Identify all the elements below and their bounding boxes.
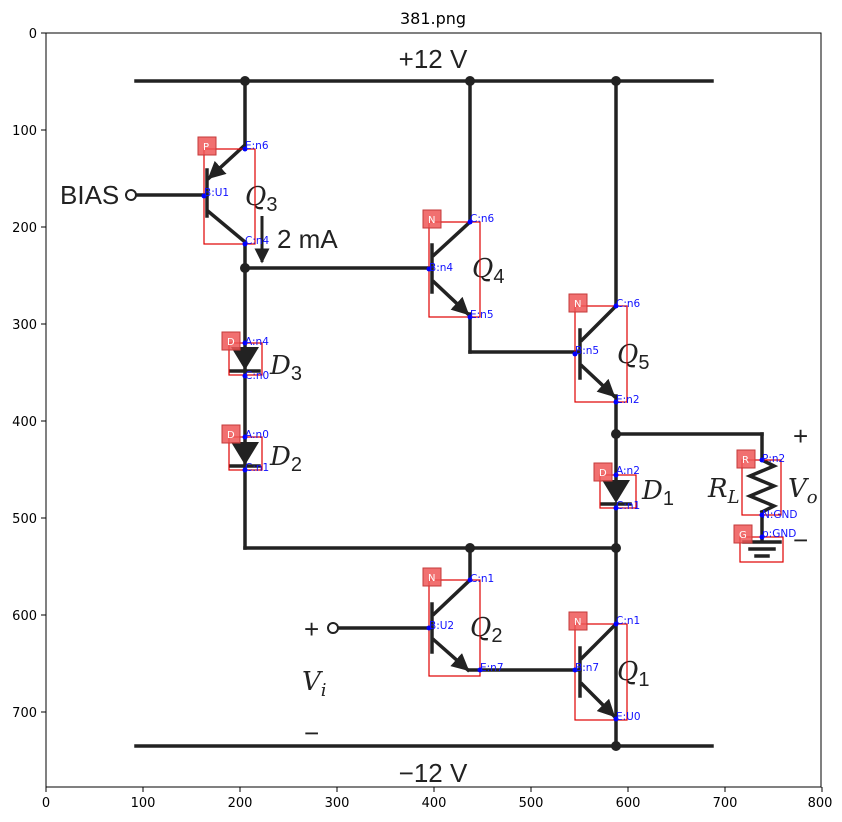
vi-label: Vi [302,667,327,701]
svg-text:A:n0: A:n0 [245,429,269,441]
x-tick-label: 200 [228,796,253,811]
badge-npn: N [422,209,442,229]
svg-text:N: N [428,573,435,584]
q2-label: Q2 [470,613,502,647]
svg-text:E:n7: E:n7 [480,662,504,674]
x-tick-label: 100 [131,796,156,811]
svg-text:A:n4: A:n4 [245,336,269,348]
axes-frame [45,32,822,788]
badge-diode: D [221,331,241,351]
x-tick-label: 0 [42,796,50,811]
junction-dots [240,76,621,751]
pin-labels: E:n6 B:U1 C:n4 C:n6 B:n4 E:n5 C:n6 B:n5 … [201,140,797,723]
svg-text:P: P [203,142,209,153]
y-axis: 0 100 200 300 400 500 600 700 [12,27,46,721]
transistor-q5 [578,303,619,399]
svg-text:N: N [574,617,581,628]
type-badges: P N N N N D D D R G [197,136,756,631]
vo-minus: − [793,525,808,555]
y-tick-label: 200 [12,221,37,236]
svg-text:E:n2: E:n2 [616,394,640,406]
q3-label: Q3 [245,182,277,216]
svg-text:N: N [428,215,435,226]
transistor-q4 [430,219,473,317]
transistor-q2 [430,577,473,673]
x-tick-label: 400 [422,796,447,811]
svg-text:G: G [739,530,747,541]
x-tick-label: 300 [325,796,350,811]
d1-label: D1 [641,476,674,510]
load-resistor [745,457,779,515]
y-tick-label: 300 [12,318,37,333]
svg-text:C:n1: C:n1 [470,573,494,585]
bias-label: BIAS [60,180,119,210]
negative-rail-label: −12 V [399,758,468,788]
svg-text:C:n1: C:n1 [616,615,640,627]
svg-text:C:n1: C:n1 [245,462,269,474]
positive-rail-label: +12 V [399,44,468,74]
transistor-q3 [125,142,248,245]
badge-npn: N [422,567,442,587]
svg-text:C:n6: C:n6 [470,213,495,225]
svg-text:C:n0: C:n0 [245,370,269,382]
svg-text:C:n6: C:n6 [616,298,641,310]
vi-terminal [327,622,339,634]
current-label: 2 mA [277,224,338,254]
svg-text:B:U2: B:U2 [429,620,454,632]
svg-text:C:n1: C:n1 [616,500,640,512]
badge-npn: N [568,293,588,313]
badge-npn: N [568,611,588,631]
svg-text:E:n5: E:n5 [470,309,494,321]
y-tick-label: 100 [12,124,37,139]
svg-text:B:n4: B:n4 [429,262,453,274]
svg-text:p:GND: p:GND [762,528,796,540]
svg-text:P:n2: P:n2 [762,453,785,465]
svg-text:B:n7: B:n7 [575,662,599,674]
vo-label: Vo [788,474,818,508]
vi-plus: + [304,614,319,644]
x-tick-label: 600 [616,796,641,811]
y-tick-label: 700 [12,706,37,721]
transistor-q1 [578,621,619,719]
badge-resistor: R [736,449,756,469]
q4-label: Q4 [472,254,504,288]
d2-label: D2 [269,442,302,476]
svg-text:B:n5: B:n5 [575,345,599,357]
x-tick-label: 700 [713,796,738,811]
rl-label: RL [707,474,740,508]
diode-d2 [229,442,261,468]
vi-minus: − [304,718,319,748]
x-tick-label: 800 [808,796,833,811]
circuit-schematic: +12 V −12 V BIAS Q3 2 mA D3 D2 [60,44,818,788]
y-tick-label: 600 [12,609,37,624]
svg-text:C:n4: C:n4 [245,235,270,247]
svg-text:B:U1: B:U1 [204,187,229,199]
d3-label: D3 [269,351,302,385]
badge-ground: G [733,524,753,544]
svg-text:D: D [227,430,235,441]
y-tick-label: 0 [29,27,37,42]
y-tick-label: 400 [12,415,37,430]
badge-diode: D [593,462,613,482]
plot-title: 381.png [400,9,466,28]
badge-diode: D [221,424,241,444]
x-axis: 0 100 200 300 400 500 600 700 800 [42,787,833,811]
svg-text:D: D [227,337,235,348]
vo-plus: + [793,421,808,451]
svg-text:D: D [599,468,607,479]
svg-text:E:n6: E:n6 [245,140,269,152]
y-tick-label: 500 [12,512,37,527]
diode-d3 [229,347,261,373]
svg-text:R: R [742,455,749,466]
badge-pnp: P [197,136,217,156]
q1-label: Q1 [617,657,649,691]
svg-text:E:U0: E:U0 [616,711,641,723]
x-tick-label: 500 [519,796,544,811]
svg-text:A:n2: A:n2 [616,465,640,477]
svg-text:N: N [574,299,581,310]
q5-label: Q5 [617,340,649,374]
svg-text:N:GND: N:GND [762,509,797,521]
